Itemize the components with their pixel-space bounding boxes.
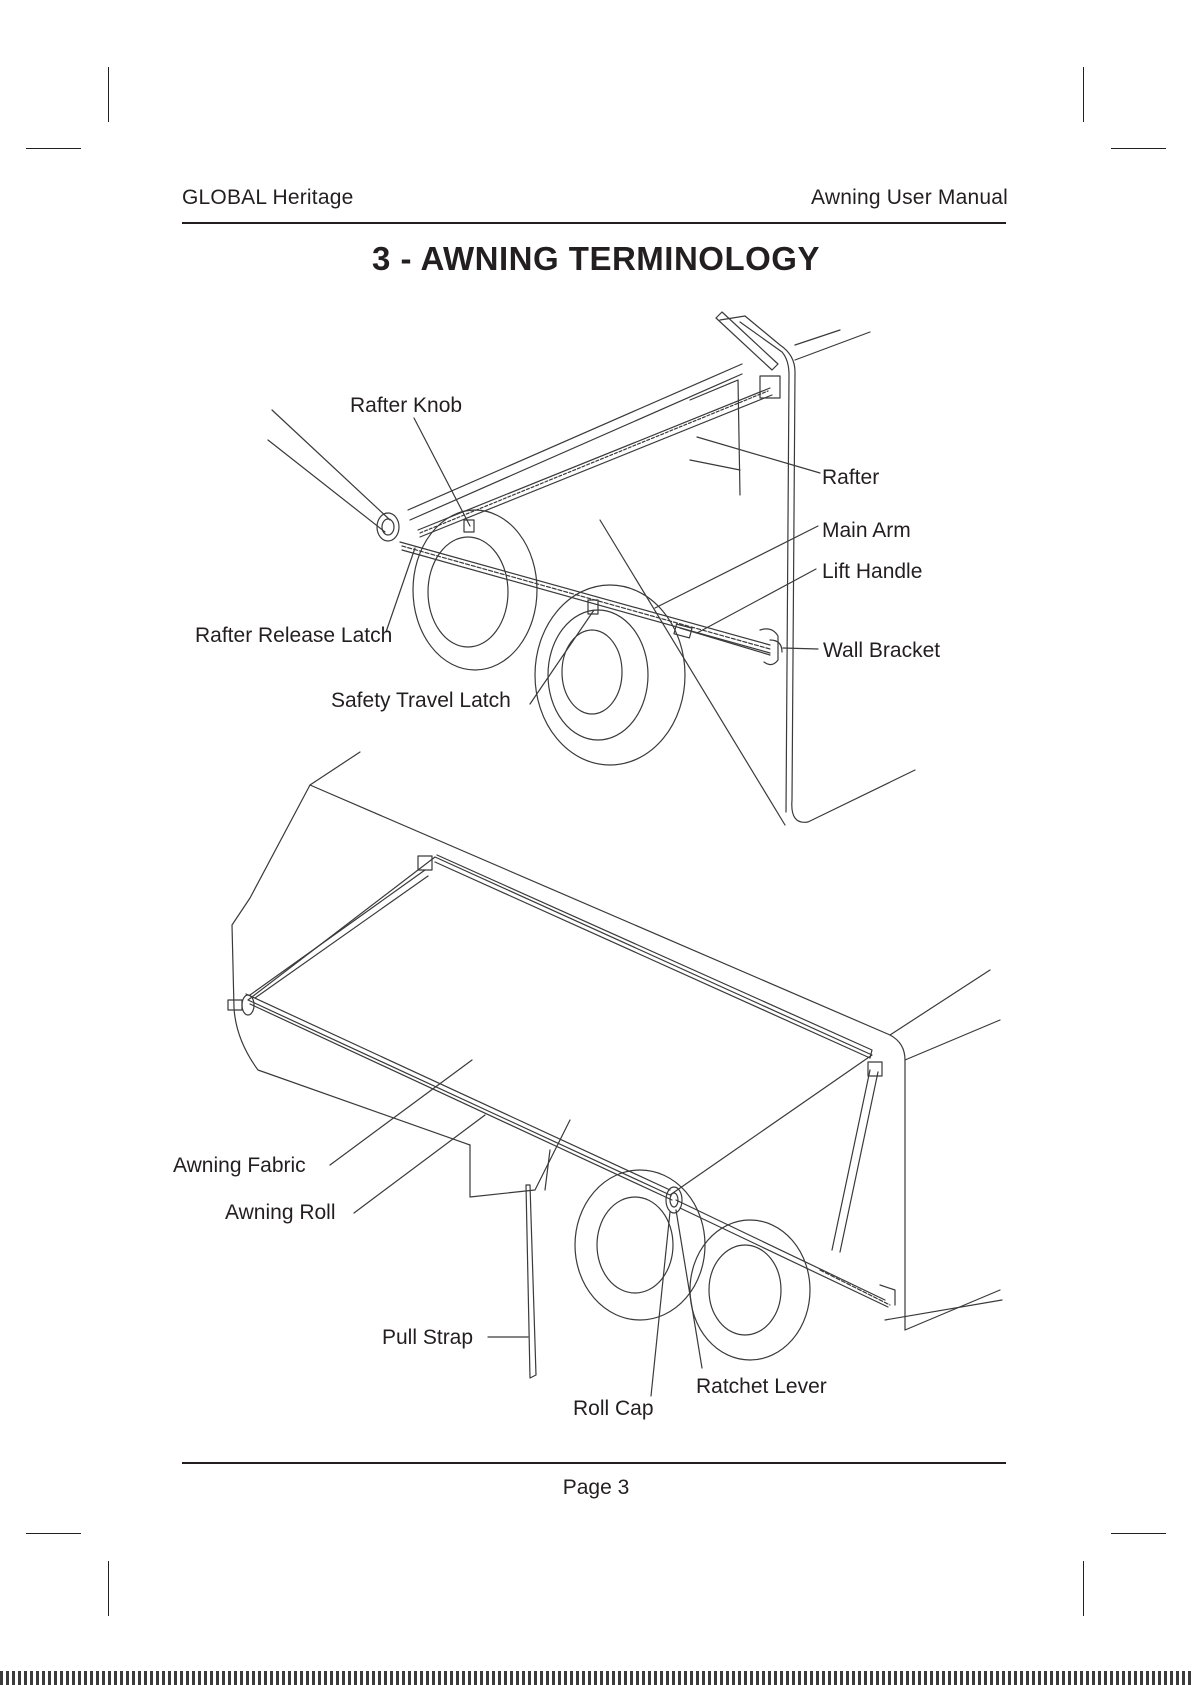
label-safety-travel-latch: Safety Travel Latch: [331, 690, 511, 711]
caravan-bottom-illustration: [228, 752, 1002, 1378]
label-roll-cap: Roll Cap: [573, 1398, 654, 1419]
label-rafter: Rafter: [822, 467, 879, 488]
label-wall-bracket: Wall Bracket: [823, 640, 940, 661]
top-leader-lines: [386, 418, 820, 704]
label-main-arm: Main Arm: [822, 520, 911, 541]
label-pull-strap: Pull Strap: [382, 1327, 473, 1348]
label-rafter-release-latch: Rafter Release Latch: [195, 625, 392, 646]
label-lift-handle: Lift Handle: [822, 561, 922, 582]
footer-rule: [182, 1462, 1006, 1464]
label-awning-fabric: Awning Fabric: [173, 1155, 306, 1176]
registration-stripe: [0, 1671, 1192, 1685]
label-rafter-knob: Rafter Knob: [350, 395, 462, 416]
caravan-top-illustration: [268, 312, 915, 825]
label-ratchet-lever: Ratchet Lever: [696, 1376, 827, 1397]
label-awning-roll: Awning Roll: [225, 1202, 336, 1223]
page-number: Page 3: [0, 1476, 1192, 1500]
